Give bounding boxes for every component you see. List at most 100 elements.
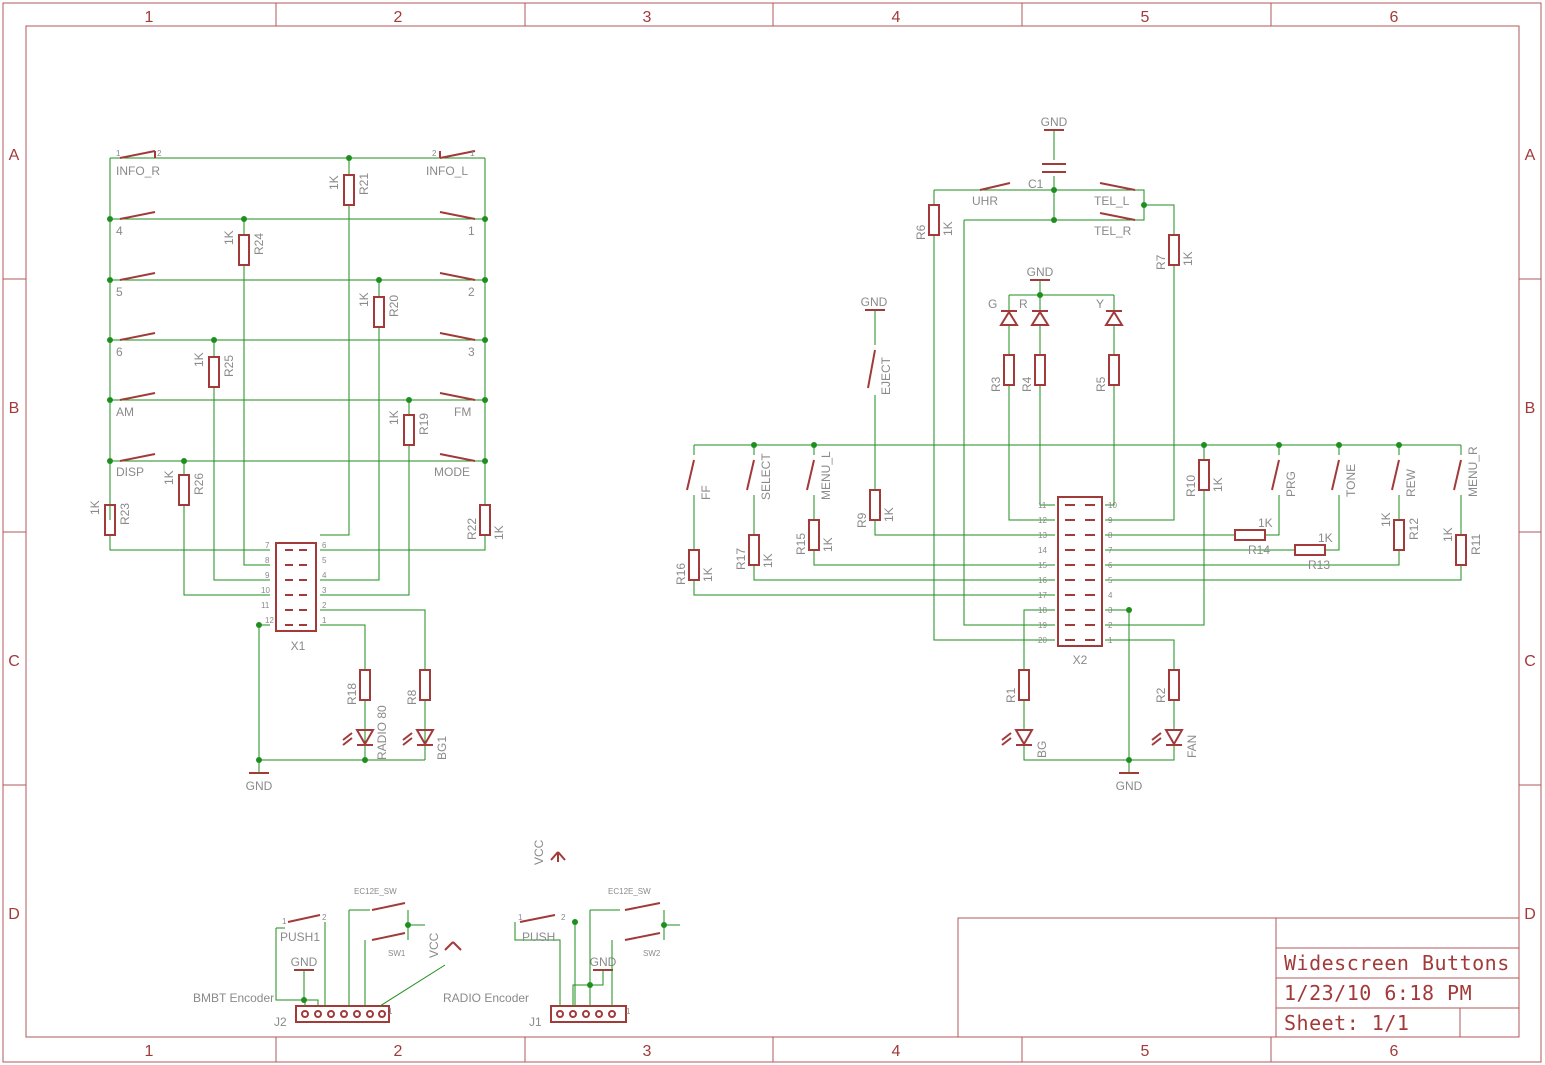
pin-number: 1 bbox=[626, 1007, 631, 1016]
resistor-name: R23 bbox=[118, 503, 132, 525]
pin-number: 1 bbox=[116, 149, 121, 158]
pin-number: 8 bbox=[1108, 531, 1113, 540]
switch-label: INFO_R bbox=[116, 164, 160, 178]
switch-label: DISP bbox=[116, 465, 144, 479]
switch-label: TEL_R bbox=[1094, 224, 1132, 238]
gnd-label: GND bbox=[1041, 115, 1068, 129]
resistor-r5: R5 bbox=[1094, 354, 1120, 392]
pin-number: 1 bbox=[470, 149, 475, 158]
resistor-value: 1K bbox=[701, 567, 715, 582]
switch-label: 3 bbox=[468, 345, 475, 359]
pin-number: 3 bbox=[322, 586, 327, 595]
switch-uhr: UHR bbox=[972, 182, 1011, 208]
resistor-r24: 1K R24 bbox=[222, 230, 266, 266]
switch-fm: FM bbox=[439, 392, 476, 419]
led-label: BG1 bbox=[435, 736, 449, 760]
part-type: EC12E_SW bbox=[354, 887, 397, 896]
switch-1: 1 bbox=[439, 211, 476, 238]
pin-number: 4 bbox=[1108, 591, 1113, 600]
gnd-led-group: GND bbox=[1027, 265, 1054, 281]
switch-ff: FF bbox=[686, 459, 713, 500]
resistor-r19: 1K R19 bbox=[387, 410, 431, 446]
row-label-left: B bbox=[9, 400, 20, 417]
switch-4: 4 bbox=[116, 211, 156, 238]
resistor-name: R12 bbox=[1407, 518, 1421, 540]
resistor-name: R13 bbox=[1308, 558, 1330, 572]
pin-number: 3 bbox=[1108, 606, 1113, 615]
led-fan: FAN bbox=[1151, 729, 1199, 758]
resistor-r9: R9 1K bbox=[855, 489, 896, 528]
col-label-bottom: 5 bbox=[1141, 1043, 1150, 1060]
pin-number: 2 bbox=[1108, 621, 1113, 630]
resistor-r17: R17 1K bbox=[734, 534, 775, 570]
pin-number: 5 bbox=[1108, 576, 1113, 585]
resistor-name: R26 bbox=[192, 473, 206, 495]
pin-number: 11 bbox=[1038, 501, 1047, 510]
pin-number: 6 bbox=[322, 541, 327, 550]
col-label-bottom: 3 bbox=[643, 1043, 652, 1060]
pin-number: 17 bbox=[1038, 591, 1047, 600]
capacitor-c1: C1 bbox=[1028, 163, 1066, 191]
encoder-section: VCC BMBT Encoder J2 1 GND 1 bbox=[193, 839, 680, 1029]
switch-label: 5 bbox=[116, 285, 123, 299]
resistor-name: R8 bbox=[405, 689, 419, 705]
resistor-value: 1K bbox=[387, 410, 401, 425]
row-label-right: D bbox=[1524, 906, 1536, 923]
sheet-number: Sheet: 1/1 bbox=[1284, 1011, 1409, 1035]
left-wires bbox=[107, 155, 488, 763]
switch-tel-r: TEL_R bbox=[1094, 212, 1136, 238]
part-type: EC12E_SW bbox=[608, 887, 651, 896]
resistor-value: 1K bbox=[1258, 516, 1273, 530]
pin-number: 9 bbox=[265, 571, 270, 580]
drawing-date: 1/23/10 6:18 PM bbox=[1284, 981, 1472, 1005]
switch-info-l: INFO_L 2 1 bbox=[426, 149, 476, 178]
switch-label: UHR bbox=[972, 194, 998, 208]
resistor-name: R14 bbox=[1248, 543, 1270, 557]
connector-name: J1 bbox=[529, 1015, 542, 1029]
switch-label: FF bbox=[699, 485, 713, 500]
col-label-bottom: 1 bbox=[145, 1043, 154, 1060]
encoder-label: BMBT Encoder bbox=[193, 991, 274, 1005]
vcc-symbol: VCC bbox=[532, 839, 566, 865]
pin-number: 9 bbox=[1108, 516, 1113, 525]
resistor-value: 1K bbox=[162, 470, 176, 485]
led-label: RADIO 80 bbox=[375, 705, 389, 760]
vcc-arrow: VCC bbox=[427, 932, 462, 958]
switch-label: TONE bbox=[1344, 464, 1358, 497]
resistor-name: R22 bbox=[465, 518, 479, 540]
vcc-label: VCC bbox=[427, 932, 441, 958]
resistor-name: R16 bbox=[674, 563, 688, 585]
led-label: Y bbox=[1096, 297, 1104, 311]
col-label-top: 3 bbox=[643, 9, 652, 26]
resistor-name: R18 bbox=[345, 683, 359, 705]
connector-name: J2 bbox=[274, 1015, 287, 1029]
resistor-r12: 1K R12 bbox=[1379, 512, 1421, 551]
led-label: BG bbox=[1035, 741, 1049, 758]
right-resistors: R16 1K R17 1K R15 1K R10 1K R14 1K R13 1… bbox=[674, 459, 1483, 703]
right-leds: BG FAN GND bbox=[1001, 729, 1199, 793]
pin-number: 7 bbox=[265, 541, 270, 550]
resistor-name: R25 bbox=[222, 355, 236, 377]
switch-label: EJECT bbox=[879, 356, 893, 395]
left-resistors: 1K R21 1K R24 1K R20 1K R25 1K R19 1K R2… bbox=[88, 173, 506, 705]
resistor-value: 1K bbox=[1379, 512, 1393, 527]
pin-number: 11 bbox=[261, 601, 270, 610]
switch-menu-l: MENU_L bbox=[806, 451, 833, 500]
resistor-value: 1K bbox=[327, 175, 341, 190]
resistor-r7: R7 1K bbox=[1154, 234, 1195, 270]
gnd-symbol: GND bbox=[246, 760, 273, 793]
pin-number: 12 bbox=[1038, 516, 1047, 525]
resistor-r23: 1K R23 bbox=[88, 500, 132, 536]
switch-label: PUSH bbox=[522, 930, 555, 944]
pin-number: 7 bbox=[1108, 546, 1113, 555]
switch-am: AM bbox=[116, 392, 156, 419]
resistor-r22: R22 1K bbox=[465, 504, 506, 540]
capacitor-name: C1 bbox=[1028, 177, 1044, 191]
switch-2: 2 bbox=[439, 272, 476, 299]
resistor-r14: R14 1K bbox=[1234, 516, 1273, 557]
resistor-value: 1K bbox=[941, 221, 955, 236]
led-bg: BG bbox=[1001, 729, 1049, 758]
gnd-label: GND bbox=[246, 779, 273, 793]
